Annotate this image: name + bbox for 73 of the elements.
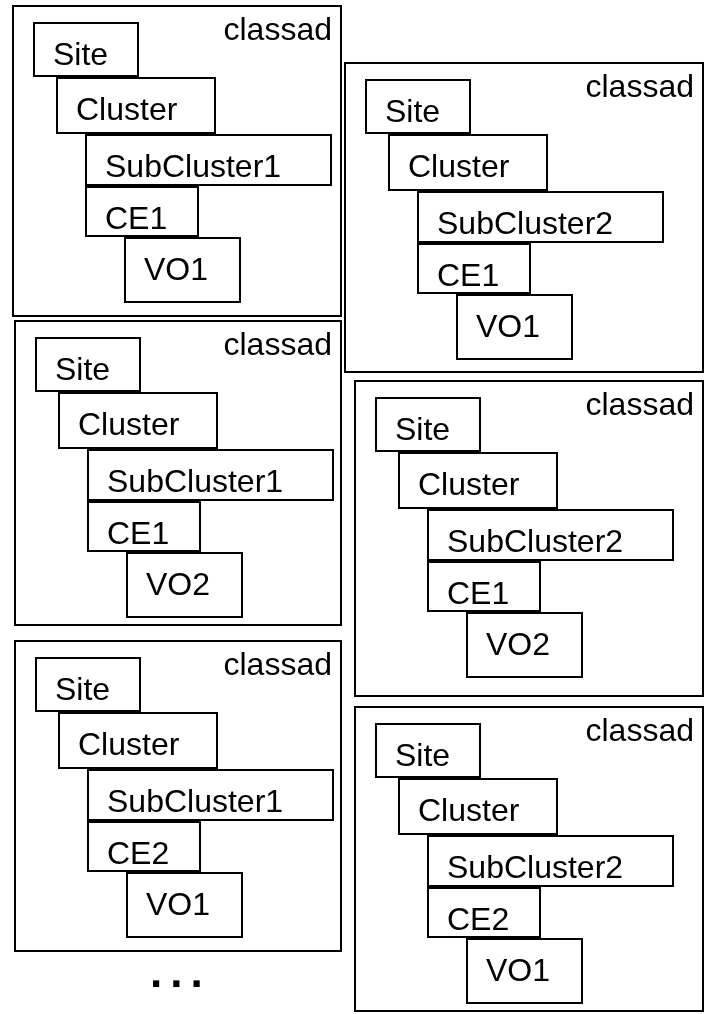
label-box xyxy=(126,872,243,938)
label-box xyxy=(398,452,558,509)
classad-panel xyxy=(344,62,704,373)
label-box xyxy=(466,612,583,678)
box-label: CE1 xyxy=(107,517,170,549)
panel-title: classad xyxy=(585,714,694,746)
box-label: Cluster xyxy=(408,150,510,182)
classad-panel xyxy=(12,5,342,317)
box-label: SubCluster2 xyxy=(447,851,624,883)
ellipsis: ... xyxy=(150,950,211,994)
box-label: Cluster xyxy=(78,728,180,760)
box-label: SubCluster2 xyxy=(437,207,614,239)
box-label: CE1 xyxy=(437,259,500,291)
label-box xyxy=(427,561,541,612)
box-label: SubCluster1 xyxy=(105,150,282,182)
label-box xyxy=(375,723,481,778)
box-label: Site xyxy=(385,95,441,127)
label-box xyxy=(87,821,201,872)
box-label: CE1 xyxy=(447,577,510,609)
box-label: Site xyxy=(53,38,109,70)
label-box xyxy=(87,769,334,821)
label-box xyxy=(427,835,674,887)
box-label: Site xyxy=(395,413,451,445)
label-box xyxy=(58,712,218,769)
classad-panel xyxy=(354,706,704,1012)
label-box xyxy=(427,887,541,938)
box-label: Cluster xyxy=(418,794,520,826)
box-label: VO2 xyxy=(146,568,211,600)
label-box xyxy=(35,657,141,712)
label-box xyxy=(417,243,531,294)
box-label: Site xyxy=(55,673,111,705)
panel-title: classad xyxy=(585,70,694,102)
label-box xyxy=(398,778,558,835)
box-label: Site xyxy=(395,739,451,771)
label-box xyxy=(85,186,199,237)
box-label: VO1 xyxy=(476,310,541,342)
label-box xyxy=(56,77,216,134)
panel-title: classad xyxy=(223,328,332,360)
box-label: Cluster xyxy=(418,468,520,500)
panel-title: classad xyxy=(223,648,332,680)
box-label: SubCluster1 xyxy=(107,785,284,817)
box-label: Site xyxy=(55,353,111,385)
label-box xyxy=(87,449,334,501)
label-box xyxy=(456,294,573,360)
panel-title: classad xyxy=(223,13,332,45)
box-label: VO1 xyxy=(486,954,551,986)
box-label: VO2 xyxy=(486,628,551,660)
label-box xyxy=(58,392,218,449)
box-label: SubCluster2 xyxy=(447,525,624,557)
classad-panel xyxy=(14,640,342,952)
label-box xyxy=(33,22,139,77)
classad-panel xyxy=(14,320,342,626)
panel-title: classad xyxy=(585,388,694,420)
label-box xyxy=(388,134,548,191)
box-label: CE1 xyxy=(105,202,168,234)
box-label: CE2 xyxy=(447,903,510,935)
label-box xyxy=(124,237,241,303)
label-box xyxy=(126,552,243,618)
label-box xyxy=(375,397,481,452)
box-label: SubCluster1 xyxy=(107,465,284,497)
label-box xyxy=(417,191,664,243)
box-label: VO1 xyxy=(146,888,211,920)
label-box xyxy=(466,938,583,1004)
box-label: CE2 xyxy=(107,837,170,869)
label-box xyxy=(365,79,471,134)
label-box xyxy=(85,134,332,186)
box-label: Cluster xyxy=(76,93,178,125)
classad-panel xyxy=(354,380,704,697)
box-label: Cluster xyxy=(78,408,180,440)
box-label: VO1 xyxy=(144,253,209,285)
label-box xyxy=(427,509,674,561)
label-box xyxy=(35,337,141,392)
label-box xyxy=(87,501,201,552)
